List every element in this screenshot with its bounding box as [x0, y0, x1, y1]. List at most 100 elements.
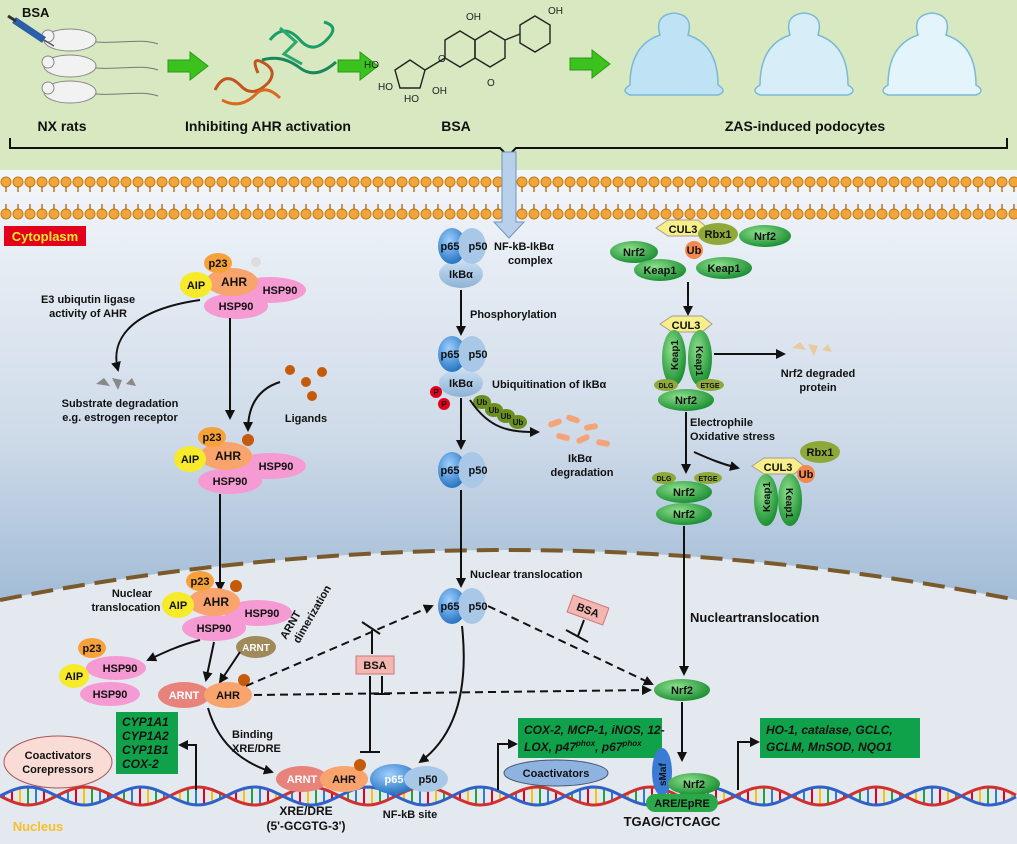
svg-text:Nrf2: Nrf2 — [683, 779, 705, 791]
svg-text:Ub: Ub — [489, 406, 500, 415]
coactivators-corepressors — [3, 735, 113, 789]
bsa-molecule — [394, 15, 551, 89]
svg-text:p65: p65 — [441, 465, 460, 477]
svg-text:Keap1: Keap1 — [762, 482, 773, 512]
svg-text:p23: p23 — [203, 432, 222, 444]
svg-text:p50: p50 — [419, 774, 438, 786]
nfkb-targets-line-1: COX-2, MCP-1, iNOS, 12- — [524, 723, 665, 737]
svg-text:Rbx1: Rbx1 — [705, 229, 732, 241]
nrf2-degraded-icon — [792, 342, 832, 356]
bsa-inhibitor-box-ahr — [355, 655, 395, 675]
nrf2-targets-line-2: GCLM, MnSOD, NQO1 — [766, 740, 892, 754]
bsa-inhibitor-box-nfkb: BSA — [566, 594, 610, 626]
ubiquitination-label: Ubiquitination of IkBα — [492, 379, 607, 391]
svg-text:p65: p65 — [441, 241, 460, 253]
top-arrows — [167, 48, 611, 82]
svg-text:HSP90: HSP90 — [197, 623, 232, 635]
nfkb-target-genes-box — [518, 718, 662, 758]
svg-text:ARNT: ARNT — [242, 643, 270, 654]
svg-text:p50: p50 — [469, 349, 488, 361]
svg-text:HSP90: HSP90 — [259, 461, 294, 473]
svg-text:ARNT: ARNT — [169, 690, 200, 702]
degraded-ikba-fragments — [548, 414, 610, 447]
arnt-ahr-dimer: ARNT AHR — [158, 674, 252, 708]
nfkb-complex-label-1: NF-kB-IkBα — [494, 241, 554, 253]
nuclear-nfkb: p65 p50 — [438, 588, 487, 624]
ligand-molecules — [285, 365, 327, 401]
entry-arrow — [492, 151, 526, 239]
nrf2-keap1-complex-2: CUL3 Keap1 Keap1 DLG ETGE Nrf2 — [654, 315, 724, 411]
svg-text:IkBα: IkBα — [449, 269, 473, 281]
svg-text:Ub: Ub — [687, 245, 702, 257]
svg-text:Keap1: Keap1 — [707, 263, 740, 275]
nfkb-targets-line-2: LOX, p47phox, p67phox — [524, 739, 642, 754]
oxidative-stress-label: Oxidative stress — [690, 431, 775, 443]
cytoplasm-label: Cytoplasm — [12, 229, 78, 244]
svg-text:AHR: AHR — [215, 449, 241, 463]
svg-text:Coactivators: Coactivators — [25, 750, 92, 762]
svg-text:Nrf2: Nrf2 — [673, 509, 695, 521]
svg-text:Ub: Ub — [477, 398, 488, 407]
nrf2-target-genes-box — [760, 718, 920, 758]
svg-text:Keap1: Keap1 — [693, 346, 704, 376]
svg-text:DLG: DLG — [657, 476, 672, 483]
svg-text:AHR: AHR — [216, 690, 240, 702]
ikba-degradation-label-2: degradation — [551, 467, 614, 479]
svg-text:CUL3: CUL3 — [672, 320, 701, 332]
xre-dre-label: XRE/DRE — [279, 804, 332, 818]
nfkb-nuclear-translocation-label: Nuclear translocation — [470, 569, 583, 581]
nfkb-site-label: NF-kB site — [383, 809, 437, 821]
svg-text:Nrf2: Nrf2 — [673, 487, 695, 499]
ahr-label: AHR — [221, 275, 247, 289]
svg-text:AIP: AIP — [169, 600, 187, 612]
svg-text:p50: p50 — [469, 241, 488, 253]
phosphorylation-label: Phosphorylation — [470, 309, 557, 321]
svg-text:p50: p50 — [469, 601, 488, 613]
svg-text:p65: p65 — [385, 774, 404, 786]
svg-text:Keap1: Keap1 — [643, 265, 676, 277]
degraded-substrate-icon — [96, 378, 136, 390]
svg-text:AHR: AHR — [203, 595, 229, 609]
svg-text:HSP90: HSP90 — [213, 476, 248, 488]
svg-text:Nrf2: Nrf2 — [754, 231, 776, 243]
nrf2-degraded-label-2: protein — [799, 382, 837, 394]
svg-text:BSA: BSA — [363, 660, 386, 672]
are-sequence-label: TGAG/CTCAGC — [624, 814, 721, 829]
svg-text:HO: HO — [364, 60, 379, 71]
ikba-degradation-label-1: IkBα — [568, 453, 592, 465]
svg-text:HSP90: HSP90 — [93, 689, 128, 701]
label-inhibiting-ahr: Inhibiting AHR activation — [185, 118, 351, 134]
keap1-cul3-released: Rbx1 CUL3 Ub Keap1 Keap1 — [751, 441, 840, 526]
svg-text:O: O — [487, 78, 495, 89]
syringe-icon — [7, 14, 55, 47]
nuclear-translocation-label-1: Nuclear — [112, 588, 153, 600]
nrf2-degraded-label-1: Nrf2 degraded — [781, 368, 856, 380]
svg-text:p23: p23 — [191, 576, 210, 588]
hsp90-label: HSP90 — [263, 285, 298, 297]
svg-text:P: P — [433, 388, 439, 397]
svg-text:Ub: Ub — [513, 418, 524, 427]
podocytes-illustration — [624, 12, 982, 96]
svg-text:OH: OH — [466, 12, 481, 23]
ahr-target-gene: CYP1B1 — [122, 743, 169, 757]
svg-text:ETGE: ETGE — [698, 476, 717, 483]
label-zas-podocytes: ZAS-induced podocytes — [725, 118, 885, 134]
cytoplasm-tag — [4, 226, 86, 246]
nrf2-are-complex: sMaf Nrf2 ARE/EpRE — [646, 748, 720, 812]
aip-label: AIP — [187, 280, 205, 292]
binding-label-2: XRE/DRE — [232, 743, 281, 755]
cytoplasm-region — [0, 170, 1017, 610]
released-chaperones: p23 AIP HSP90 HSP90 — [59, 638, 146, 706]
svg-text:HO: HO — [404, 94, 419, 105]
electrophile-label: Electrophile — [690, 417, 753, 429]
svg-text:CUL3: CUL3 — [669, 224, 698, 236]
ahr-target-gene: CYP1A1 — [122, 715, 169, 729]
top-panel — [0, 0, 1017, 170]
dna-bound-complex: ARNT AHR p65 p50 — [276, 759, 448, 794]
svg-text:Ub: Ub — [799, 469, 814, 481]
svg-text:HSP90: HSP90 — [245, 608, 280, 620]
phosphorylated-nfkb-complex: p65 p50 IkBα P P — [430, 336, 487, 410]
rats-illustration — [41, 28, 159, 104]
